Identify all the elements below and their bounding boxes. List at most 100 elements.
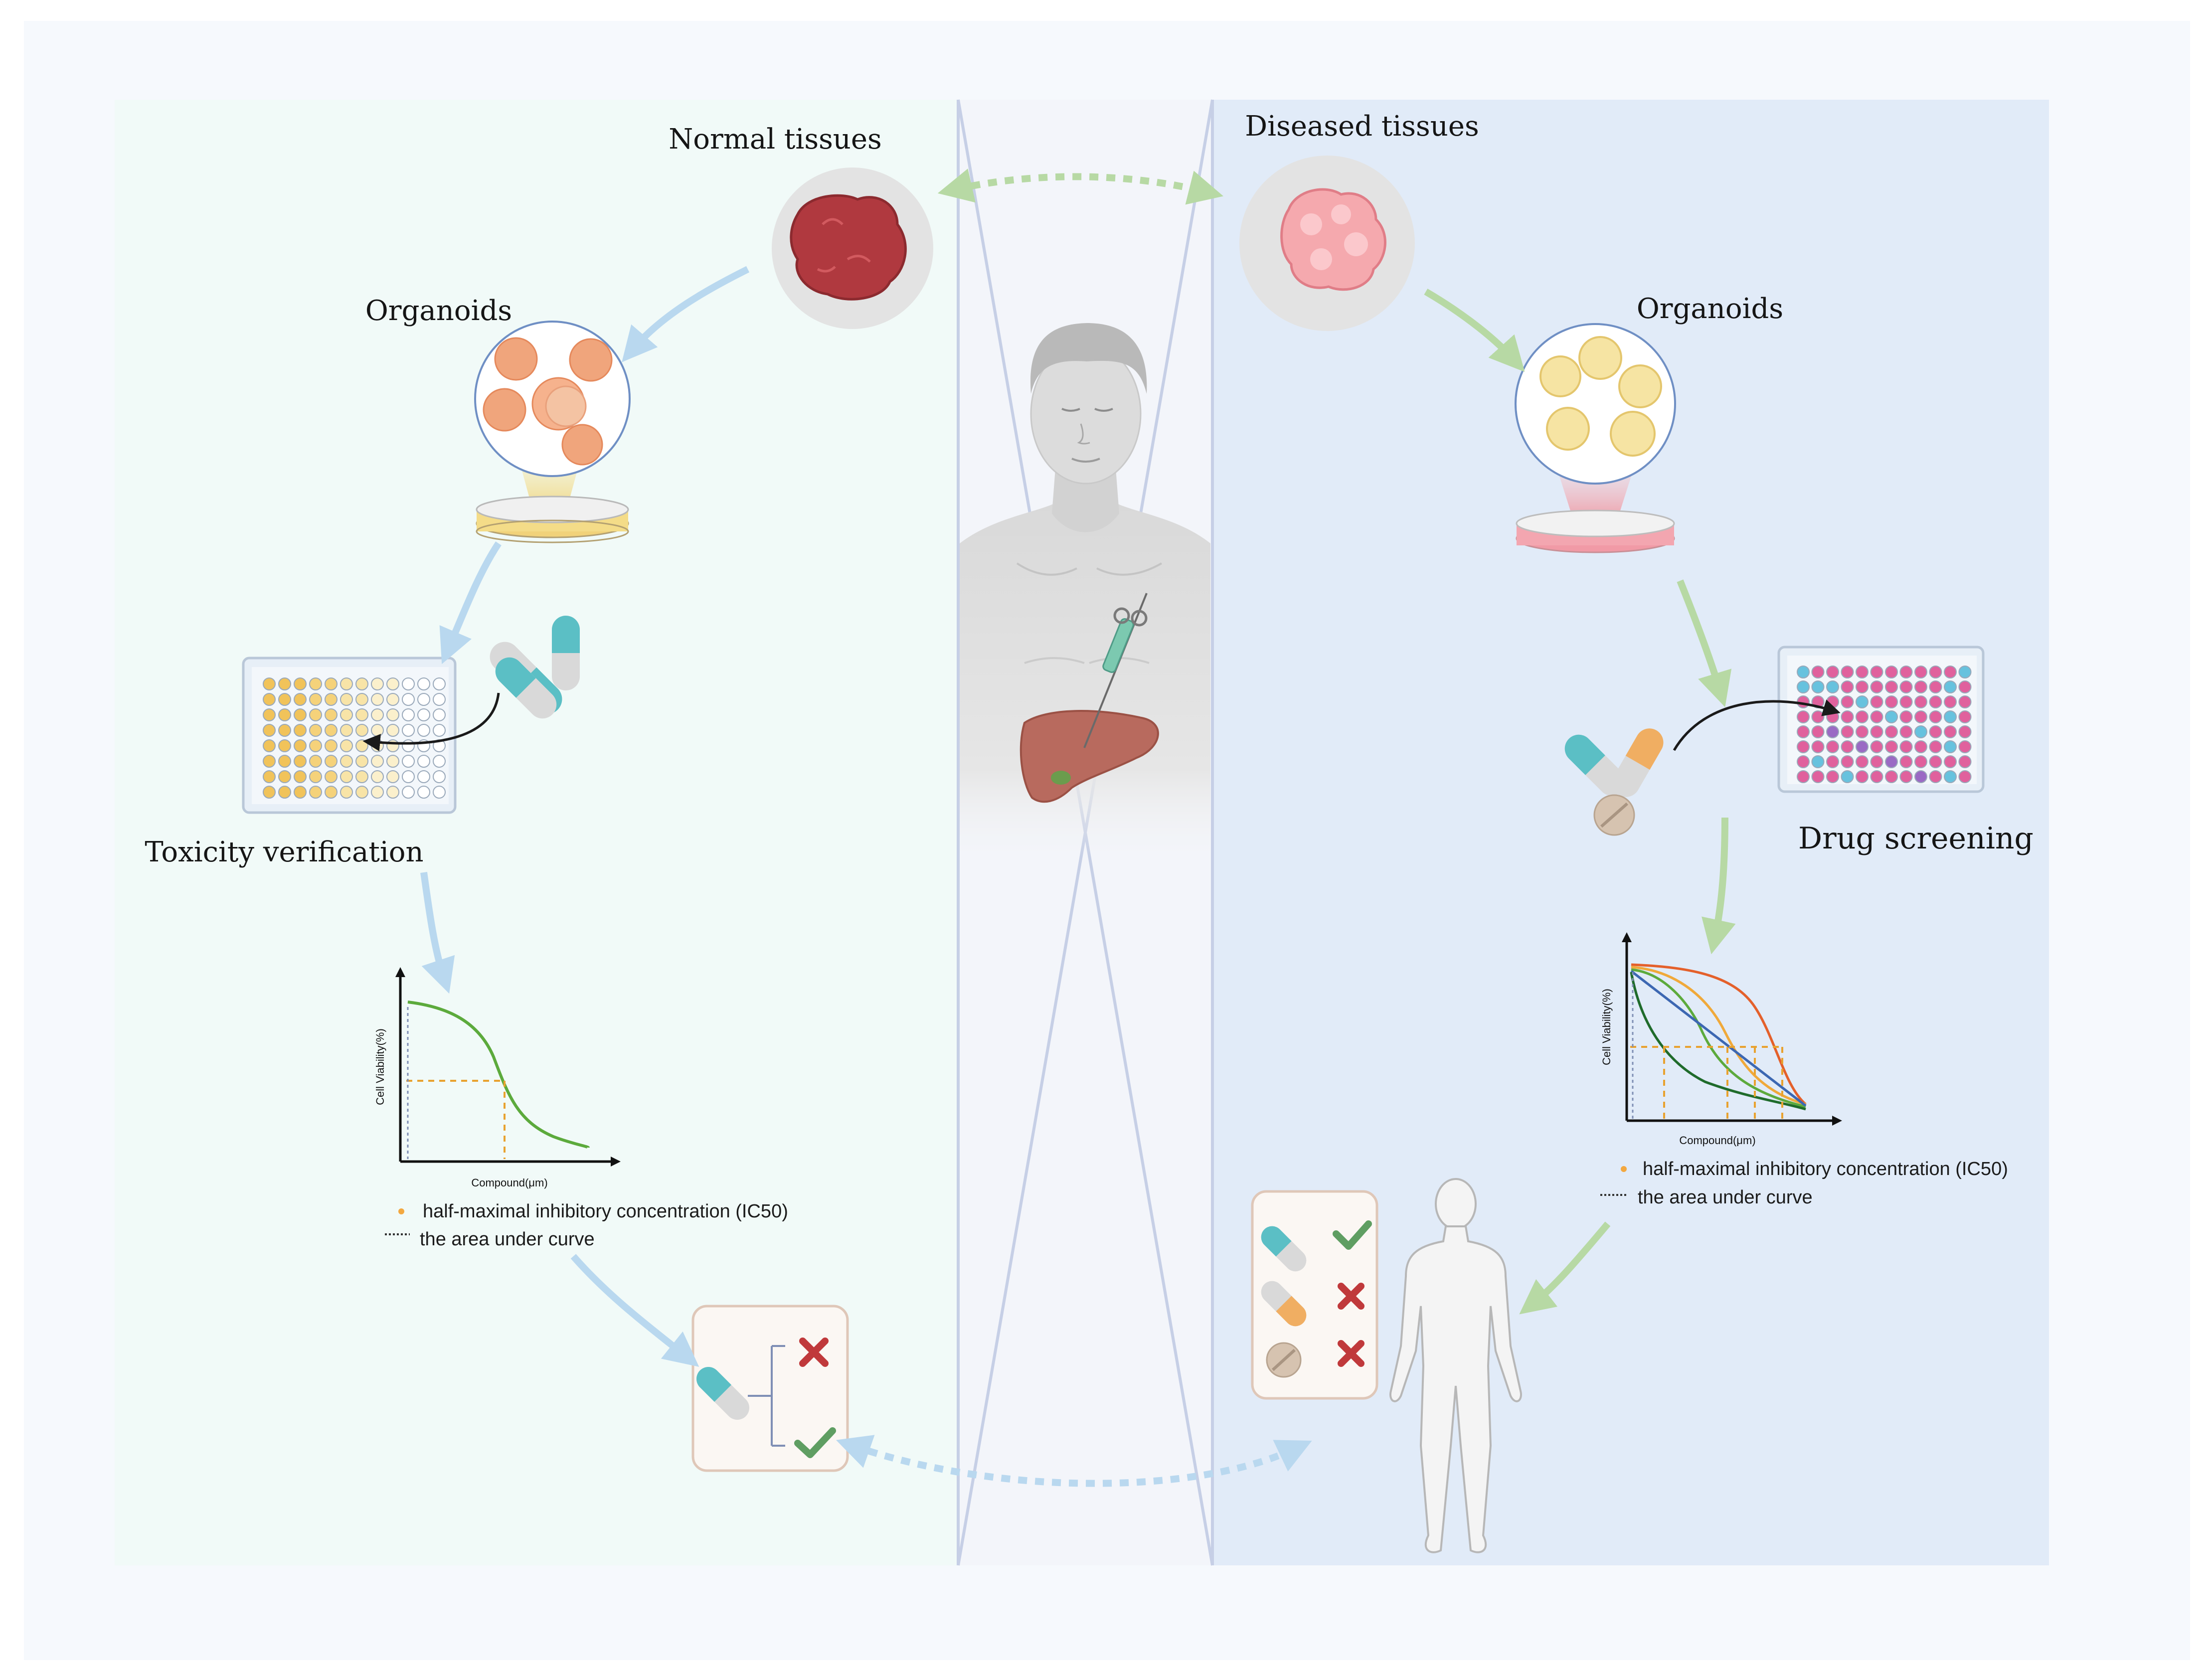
well bbox=[1944, 740, 1957, 753]
well bbox=[340, 693, 353, 706]
well bbox=[1870, 710, 1883, 723]
well bbox=[340, 755, 353, 768]
well bbox=[1826, 695, 1839, 708]
left-legend-ic50: half-maximal inhibitory concentration (I… bbox=[423, 1201, 788, 1222]
organoid-dish-icon bbox=[476, 449, 629, 543]
right-curve-green bbox=[1631, 968, 1806, 1108]
well bbox=[1856, 680, 1869, 693]
well bbox=[355, 770, 368, 783]
well bbox=[402, 677, 415, 690]
cross-icon bbox=[1338, 1340, 1364, 1367]
well bbox=[417, 755, 430, 768]
screening-result-card bbox=[1251, 1190, 1378, 1400]
well bbox=[325, 708, 338, 721]
well bbox=[1944, 755, 1957, 768]
well bbox=[1929, 710, 1942, 723]
normal-tissue-icon bbox=[790, 194, 907, 301]
cross-icon bbox=[799, 1338, 829, 1367]
well bbox=[417, 708, 430, 721]
well bbox=[325, 770, 338, 783]
well bbox=[1958, 725, 1972, 738]
diseased-organoids bbox=[1539, 336, 1662, 457]
patient-figure bbox=[960, 323, 1210, 857]
normal-organoids bbox=[483, 337, 613, 466]
well bbox=[402, 755, 415, 768]
well bbox=[386, 770, 399, 783]
well bbox=[433, 786, 446, 799]
well bbox=[263, 739, 276, 752]
arrow-tissue-to-organoid-left bbox=[622, 266, 750, 362]
capsule-icon bbox=[1261, 1226, 1307, 1272]
well bbox=[1929, 725, 1942, 738]
well bbox=[1826, 680, 1839, 693]
well bbox=[278, 739, 291, 752]
well bbox=[340, 724, 353, 737]
well bbox=[1856, 770, 1869, 783]
well bbox=[371, 724, 384, 737]
well bbox=[340, 739, 353, 752]
well bbox=[1841, 695, 1854, 708]
well bbox=[1826, 755, 1839, 768]
well-plate-icon bbox=[242, 657, 457, 814]
well bbox=[402, 693, 415, 706]
well bbox=[325, 677, 338, 690]
well bbox=[1958, 710, 1972, 723]
toxicity-result-card bbox=[691, 1305, 849, 1472]
well bbox=[1899, 725, 1913, 738]
arrow-dish-to-plate-left bbox=[439, 541, 502, 665]
well bbox=[1811, 770, 1825, 783]
well bbox=[1944, 695, 1957, 708]
normal-tissues-title: Normal tissues bbox=[669, 123, 882, 156]
well bbox=[1797, 680, 1810, 693]
arrow-plate-to-chart-right bbox=[1702, 817, 1736, 955]
well bbox=[1797, 755, 1810, 768]
well bbox=[1958, 680, 1972, 693]
well bbox=[1885, 695, 1898, 708]
well bbox=[1929, 770, 1942, 783]
well bbox=[309, 724, 322, 737]
well bbox=[433, 708, 446, 721]
well bbox=[1826, 740, 1839, 753]
well bbox=[417, 693, 430, 706]
well bbox=[1914, 710, 1927, 723]
well bbox=[386, 739, 399, 752]
well bbox=[1797, 710, 1810, 723]
well bbox=[386, 755, 399, 768]
well bbox=[355, 677, 368, 690]
well bbox=[278, 724, 291, 737]
dotted-arrow-bottom bbox=[836, 1435, 1312, 1487]
human-body-icon bbox=[1389, 1178, 1522, 1553]
well bbox=[1841, 770, 1854, 783]
screening-arrow bbox=[1673, 699, 1841, 751]
well bbox=[1914, 680, 1927, 693]
dotted-arrow-top bbox=[937, 168, 1223, 205]
diseased-tissues-title: Diseased tissues bbox=[1245, 110, 1479, 143]
well bbox=[340, 708, 353, 721]
well bbox=[1856, 755, 1869, 768]
capsule-icon bbox=[495, 657, 557, 719]
well bbox=[325, 786, 338, 799]
well bbox=[1885, 725, 1898, 738]
well bbox=[294, 724, 307, 737]
well bbox=[263, 693, 276, 706]
well bbox=[371, 708, 384, 721]
well bbox=[278, 708, 291, 721]
well bbox=[1899, 666, 1913, 678]
well bbox=[355, 739, 368, 752]
well bbox=[1914, 770, 1927, 783]
well bbox=[1856, 695, 1869, 708]
well bbox=[263, 677, 276, 690]
well bbox=[1811, 725, 1825, 738]
well bbox=[1841, 710, 1854, 723]
well bbox=[402, 739, 415, 752]
well bbox=[1914, 695, 1927, 708]
well bbox=[294, 755, 307, 768]
drug-screening-title: Drug screening bbox=[1798, 821, 2034, 856]
well bbox=[294, 786, 307, 799]
well bbox=[340, 770, 353, 783]
well bbox=[309, 739, 322, 752]
well bbox=[1811, 710, 1825, 723]
well bbox=[1870, 770, 1883, 783]
well bbox=[371, 755, 384, 768]
